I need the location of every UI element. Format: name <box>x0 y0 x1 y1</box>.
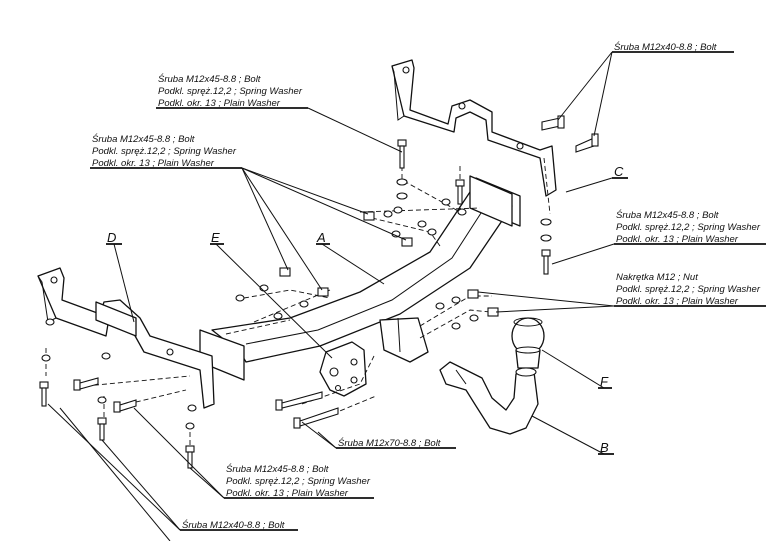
hardware <box>39 115 599 469</box>
label-set-right-line3: Podkl. okr. 13 ; Plain Washer <box>616 234 739 245</box>
label-set-bottom-line3: Podkl. okr. 13 ; Plain Washer <box>226 488 349 499</box>
washer <box>45 318 55 326</box>
tow-ball-f <box>511 317 545 369</box>
label-bolt-top-right: Śruba M12x40-8.8 ; Bolt <box>614 41 717 53</box>
washer <box>441 198 451 206</box>
washer <box>427 228 437 236</box>
label-set-top-center-line1: Śruba M12x45-8.8 ; Bolt <box>158 73 261 85</box>
callout-labels: Śruba M12x40-8.8 ; Bolt Śruba M12x45-8.8… <box>92 41 761 531</box>
part-letter-b: B <box>600 440 609 455</box>
label-set-bottom-line1: Śruba M12x45-8.8 ; Bolt <box>226 463 329 475</box>
washer <box>41 354 51 362</box>
washer <box>97 396 107 404</box>
part-letter-f: F <box>600 374 609 389</box>
nut <box>467 289 479 299</box>
washer <box>540 234 552 242</box>
leader-lines <box>47 51 766 541</box>
nut <box>401 237 413 247</box>
bolt <box>541 249 551 275</box>
tow-hook-b <box>439 361 539 435</box>
part-letter-d: D <box>107 230 116 245</box>
nut <box>279 267 291 277</box>
washer <box>235 294 245 302</box>
label-bolt-center: Śruba M12x70-8.8 ; Bolt <box>338 437 441 449</box>
washer <box>101 352 111 360</box>
bolt <box>397 139 407 169</box>
bolt <box>275 391 323 411</box>
label-bolt-bottom-left: Śruba M12x40-8.8 ; Bolt <box>182 519 285 531</box>
washer <box>417 220 427 228</box>
washer <box>273 312 283 320</box>
bolt <box>113 399 137 413</box>
washer <box>469 314 479 322</box>
label-nut-right-line2: Podkl. spręż.12,2 ; Spring Washer <box>616 284 761 295</box>
label-set-top-center-line2: Podkl. spręż.12,2 ; Spring Washer <box>158 86 303 97</box>
label-set-bottom-line2: Podkl. spręż.12,2 ; Spring Washer <box>226 476 371 487</box>
washer <box>435 302 445 310</box>
label-set-left-line1: Śruba M12x45-8.8 ; Bolt <box>92 133 195 145</box>
label-set-right-line1: Śruba M12x45-8.8 ; Bolt <box>616 209 719 221</box>
socket-plate-e <box>319 341 367 397</box>
bolt <box>73 377 99 391</box>
label-nut-right-line1: Nakrętka M12 ; Nut <box>616 272 698 283</box>
washer <box>451 296 461 304</box>
crossbar-a <box>199 175 513 381</box>
label-nut-right-line3: Podkl. okr. 13 ; Plain Washer <box>616 296 739 307</box>
nut <box>317 287 329 297</box>
washer <box>393 206 403 214</box>
part-letter-e: E <box>211 230 220 245</box>
washer <box>457 208 467 216</box>
washer <box>396 178 408 186</box>
bolt <box>39 381 49 407</box>
washer <box>187 404 197 412</box>
washer <box>451 322 461 330</box>
bolt <box>455 179 465 205</box>
nut <box>363 211 375 221</box>
washer <box>396 192 408 200</box>
bolt <box>97 417 107 441</box>
washer <box>383 210 393 218</box>
label-set-left-line3: Podkl. okr. 13 ; Plain Washer <box>92 158 215 169</box>
washer <box>185 422 195 430</box>
label-set-left-line2: Podkl. spręż.12,2 ; Spring Washer <box>92 146 237 157</box>
part-letter-c: C <box>614 164 624 179</box>
bolt <box>541 115 565 131</box>
part-letter-a: A <box>316 230 326 245</box>
washer <box>540 218 552 226</box>
label-set-top-center-line3: Podkl. okr. 13 ; Plain Washer <box>158 98 281 109</box>
washer <box>299 300 309 308</box>
label-set-right-line2: Podkl. spręż.12,2 ; Spring Washer <box>616 222 761 233</box>
bolt <box>575 133 599 153</box>
bolt <box>293 407 339 429</box>
